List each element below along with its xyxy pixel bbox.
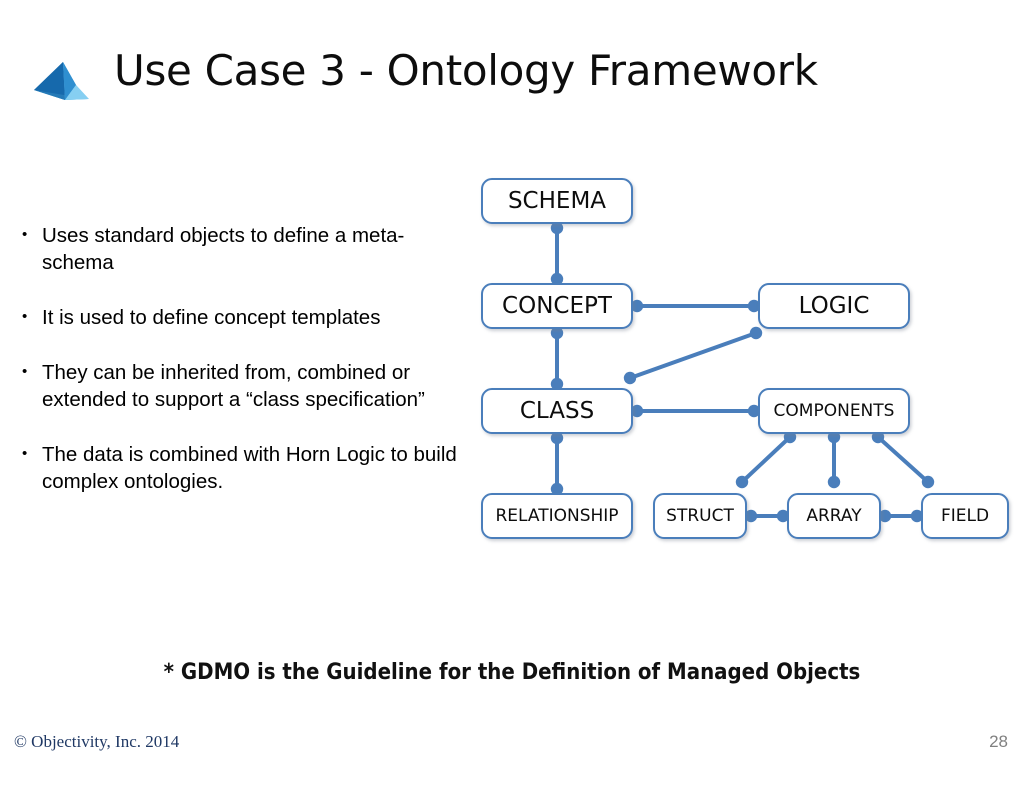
diagram-node-label: LOGIC [798, 293, 870, 319]
edge-components-to-field [876, 435, 930, 484]
gdmo-footnote: * GDMO is the Guideline for the Definiti… [163, 660, 861, 685]
diagram-node-components[interactable]: COMPONENTS [758, 388, 910, 434]
connector-dot-struct [735, 475, 749, 489]
diagram-node-field[interactable]: FIELD [921, 493, 1009, 539]
diagram-node-array[interactable]: ARRAY [787, 493, 881, 539]
diagram-node-label: COMPONENTS [773, 401, 895, 421]
diagram-node-label: SCHEMA [507, 188, 607, 214]
edge-components-to-struct [740, 435, 792, 484]
connector-dot-field [921, 475, 935, 489]
connector-dot-logic [749, 326, 763, 340]
diagram-node-concept[interactable]: CONCEPT [481, 283, 633, 329]
diagram-node-label: ARRAY [806, 506, 862, 526]
bullet-item: They can be inherited from, combined or … [16, 358, 476, 413]
diagram-node-schema[interactable]: SCHEMA [481, 178, 633, 224]
bullet-list: Uses standard objects to define a meta-s… [16, 221, 476, 523]
bullet-item: Uses standard objects to define a meta-s… [16, 221, 476, 276]
diagram-node-relationship[interactable]: RELATIONSHIP [481, 493, 633, 539]
bullet-item: The data is combined with Horn Logic to … [16, 440, 476, 495]
connector-dot-array [827, 475, 841, 489]
slide-title-bar: Use Case 3 - Ontology Framework [0, 20, 1024, 100]
page-title: Use Case 3 - Ontology Framework [114, 46, 818, 95]
diagram-node-class[interactable]: CLASS [481, 388, 633, 434]
diagram-node-label: CLASS [519, 398, 595, 424]
diagram-node-label: FIELD [940, 506, 990, 526]
diagram-node-label: STRUCT [666, 506, 734, 526]
objectivity-pyramid-logo-icon [30, 58, 92, 108]
edge-class-to-logic [628, 331, 758, 380]
diagram-node-label: RELATIONSHIP [495, 506, 619, 526]
diagram-node-logic[interactable]: LOGIC [758, 283, 910, 329]
connector-dot-class [623, 371, 637, 385]
copyright-notice: © Objectivity, Inc. 2014 [14, 732, 180, 751]
diagram-node-label: CONCEPT [502, 293, 612, 319]
diagram-node-struct[interactable]: STRUCT [653, 493, 747, 539]
page-number: 28 [989, 732, 1008, 751]
bullet-item: It is used to define concept templates [16, 303, 476, 331]
